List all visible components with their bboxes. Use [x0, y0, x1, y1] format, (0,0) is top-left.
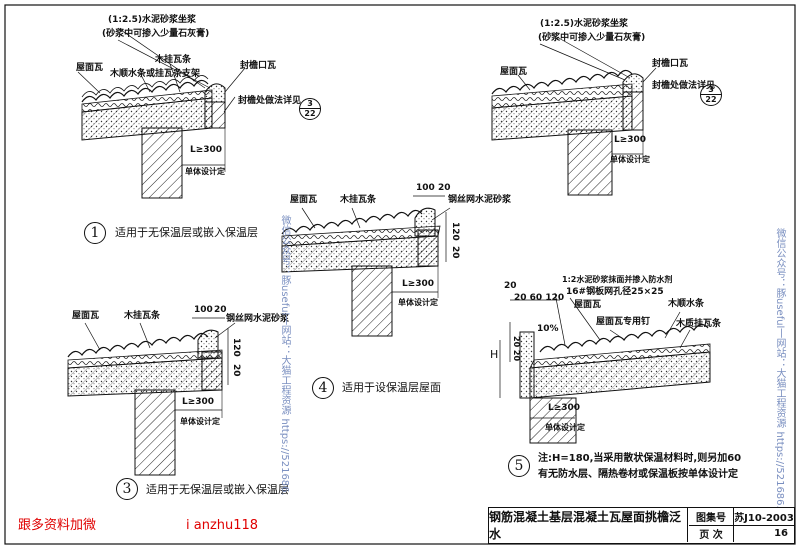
d4-batten-label: 木挂瓦条: [340, 195, 377, 205]
d5-slope-label: 10%: [537, 324, 559, 334]
footer-left-text: 跟多资料加微: [18, 518, 97, 533]
d1-eave-tile-label: 封檐口瓦: [240, 61, 277, 71]
d5-design-label: 单体设计定: [545, 423, 585, 432]
d4-mesh-label: 钢丝网水泥砂浆: [448, 195, 512, 205]
d1-number-circle: 1: [84, 222, 106, 244]
d4-dim-100: 100: [416, 183, 435, 193]
d2-tile-label: 屋面瓦: [500, 67, 528, 77]
d3-number-circle: 3: [116, 478, 138, 500]
d5-strip-label: 木顺水条: [668, 299, 705, 309]
atlas-label: 图集号: [689, 508, 734, 526]
drawing-title: 钢筋混凝土基层混凝土瓦屋面挑檐泛水: [489, 508, 688, 542]
d4-caption: 适用于设保温层屋面: [342, 381, 441, 394]
page-label: 页 次: [689, 525, 734, 542]
d5-note-line-2: 有无防水层、隔热卷材或保温板按单体设计定: [538, 469, 738, 480]
footer-right-text: i anzhu118: [186, 518, 259, 533]
d3-dim-label: L≥300: [182, 397, 215, 407]
d4-tile-label: 屋面瓦: [290, 195, 318, 205]
d5-dim-label: L≥300: [548, 403, 581, 413]
d5-dim-20: 20: [504, 281, 517, 291]
d1-detail-ref-label: 封檐处做法详见: [238, 96, 302, 106]
d2-mortar-label: (1:2.5)水泥砂浆坐浆: [540, 19, 629, 29]
d2-design-label: 单体设计定: [610, 155, 650, 164]
detail-5-drawing: [499, 292, 711, 444]
sheet-border: [4, 4, 796, 545]
d4-dim-120: 120: [450, 222, 460, 241]
d3-dim-20: 20: [214, 305, 227, 315]
detail-3-drawing: [67, 317, 236, 476]
d2-detail-ref-label: 封檐处做法详见: [652, 81, 716, 91]
page-value: 16: [774, 528, 788, 539]
d3-batten-label: 木挂瓦条: [124, 311, 161, 321]
d1-caption: 适用于无保温层或嵌入保温层: [115, 226, 258, 239]
d4-dim-20: 20: [438, 183, 451, 193]
d5-tile-label: 屋面瓦: [574, 300, 602, 310]
d3-dim-20b: 20: [231, 364, 241, 377]
d3-dim-120: 120: [231, 338, 241, 357]
watermark-right: 微信公众号：豚useful丨网站：大猫工程资源 https://521686.: [774, 228, 785, 509]
d4-dim-label: L≥300: [402, 279, 435, 289]
d3-dim-100: 100: [194, 305, 213, 315]
d1-mortar-label: (1:2.5)水泥砂浆坐浆: [108, 15, 197, 25]
d5-number-circle: 5: [508, 455, 530, 477]
d2-eave-tile-label: 封檐口瓦: [652, 59, 689, 69]
d1-ref-circle: 3 22: [299, 98, 321, 120]
d3-tile-label: 屋面瓦: [72, 311, 100, 321]
d5-v-dims: 20 20: [512, 336, 521, 362]
d5-tile-nail-label: 屋面瓦专用钉: [596, 317, 651, 327]
atlas-value: 苏J10-2003: [734, 508, 794, 526]
d4-dim-20b: 20: [450, 246, 460, 259]
d2-mortar-sub-label: (砂浆中可掺入少量石灰膏): [538, 33, 646, 43]
d3-mesh-label: 钢丝网水泥砂浆: [226, 314, 290, 324]
d1-batten-label: 木挂瓦条: [155, 55, 192, 65]
d1-strip-label: 木顺水条或挂瓦条支架: [110, 69, 201, 79]
d2-ref-top: 3: [701, 85, 721, 95]
d4-design-label: 单体设计定: [398, 298, 438, 307]
d3-caption: 适用于无保温层或嵌入保温层: [146, 483, 289, 496]
watermark-left: 微信公众号：豚useful丨网站：大猫工程资源 https://521686.: [279, 215, 290, 496]
d1-design-label: 单体设计定: [185, 167, 225, 176]
d1-mortar-sub-label: (砂浆中可掺入少量石灰膏): [102, 29, 210, 39]
detail-2-drawing: [491, 31, 657, 196]
d5-H-label: H: [490, 348, 499, 361]
d1-ref-top: 3: [300, 99, 320, 109]
d2-dim-label: L≥300: [614, 135, 647, 145]
d5-mesh-spec-label: 16#钢板网孔径25×25: [566, 287, 664, 297]
d5-top-cut-label: 1:2水泥砂浆抹面并掺入防水剂: [562, 275, 673, 284]
title-block: 钢筋混凝土基层混凝土瓦屋面挑檐泛水 图集号 苏J10-2003 页 次 16: [488, 507, 795, 544]
d2-ref-circle: 3 22: [700, 84, 722, 106]
d5-batten-label: 木质挂瓦条: [676, 319, 722, 329]
d1-ref-bottom: 22: [304, 109, 316, 118]
d5-note-line-1: 注:H=180,当采用散状保温材料时,则另加60: [538, 453, 742, 464]
detail-1-drawing: [77, 27, 246, 199]
d2-ref-bottom: 22: [705, 95, 717, 104]
d5-dims-top: 20 60 120: [514, 293, 565, 303]
d1-tile-label: 屋面瓦: [76, 63, 104, 73]
d4-number-circle: 4: [312, 377, 334, 399]
d1-dim-label: L≥300: [190, 145, 223, 155]
d3-design-label: 单体设计定: [180, 417, 220, 426]
detail-4-drawing: [281, 195, 451, 337]
